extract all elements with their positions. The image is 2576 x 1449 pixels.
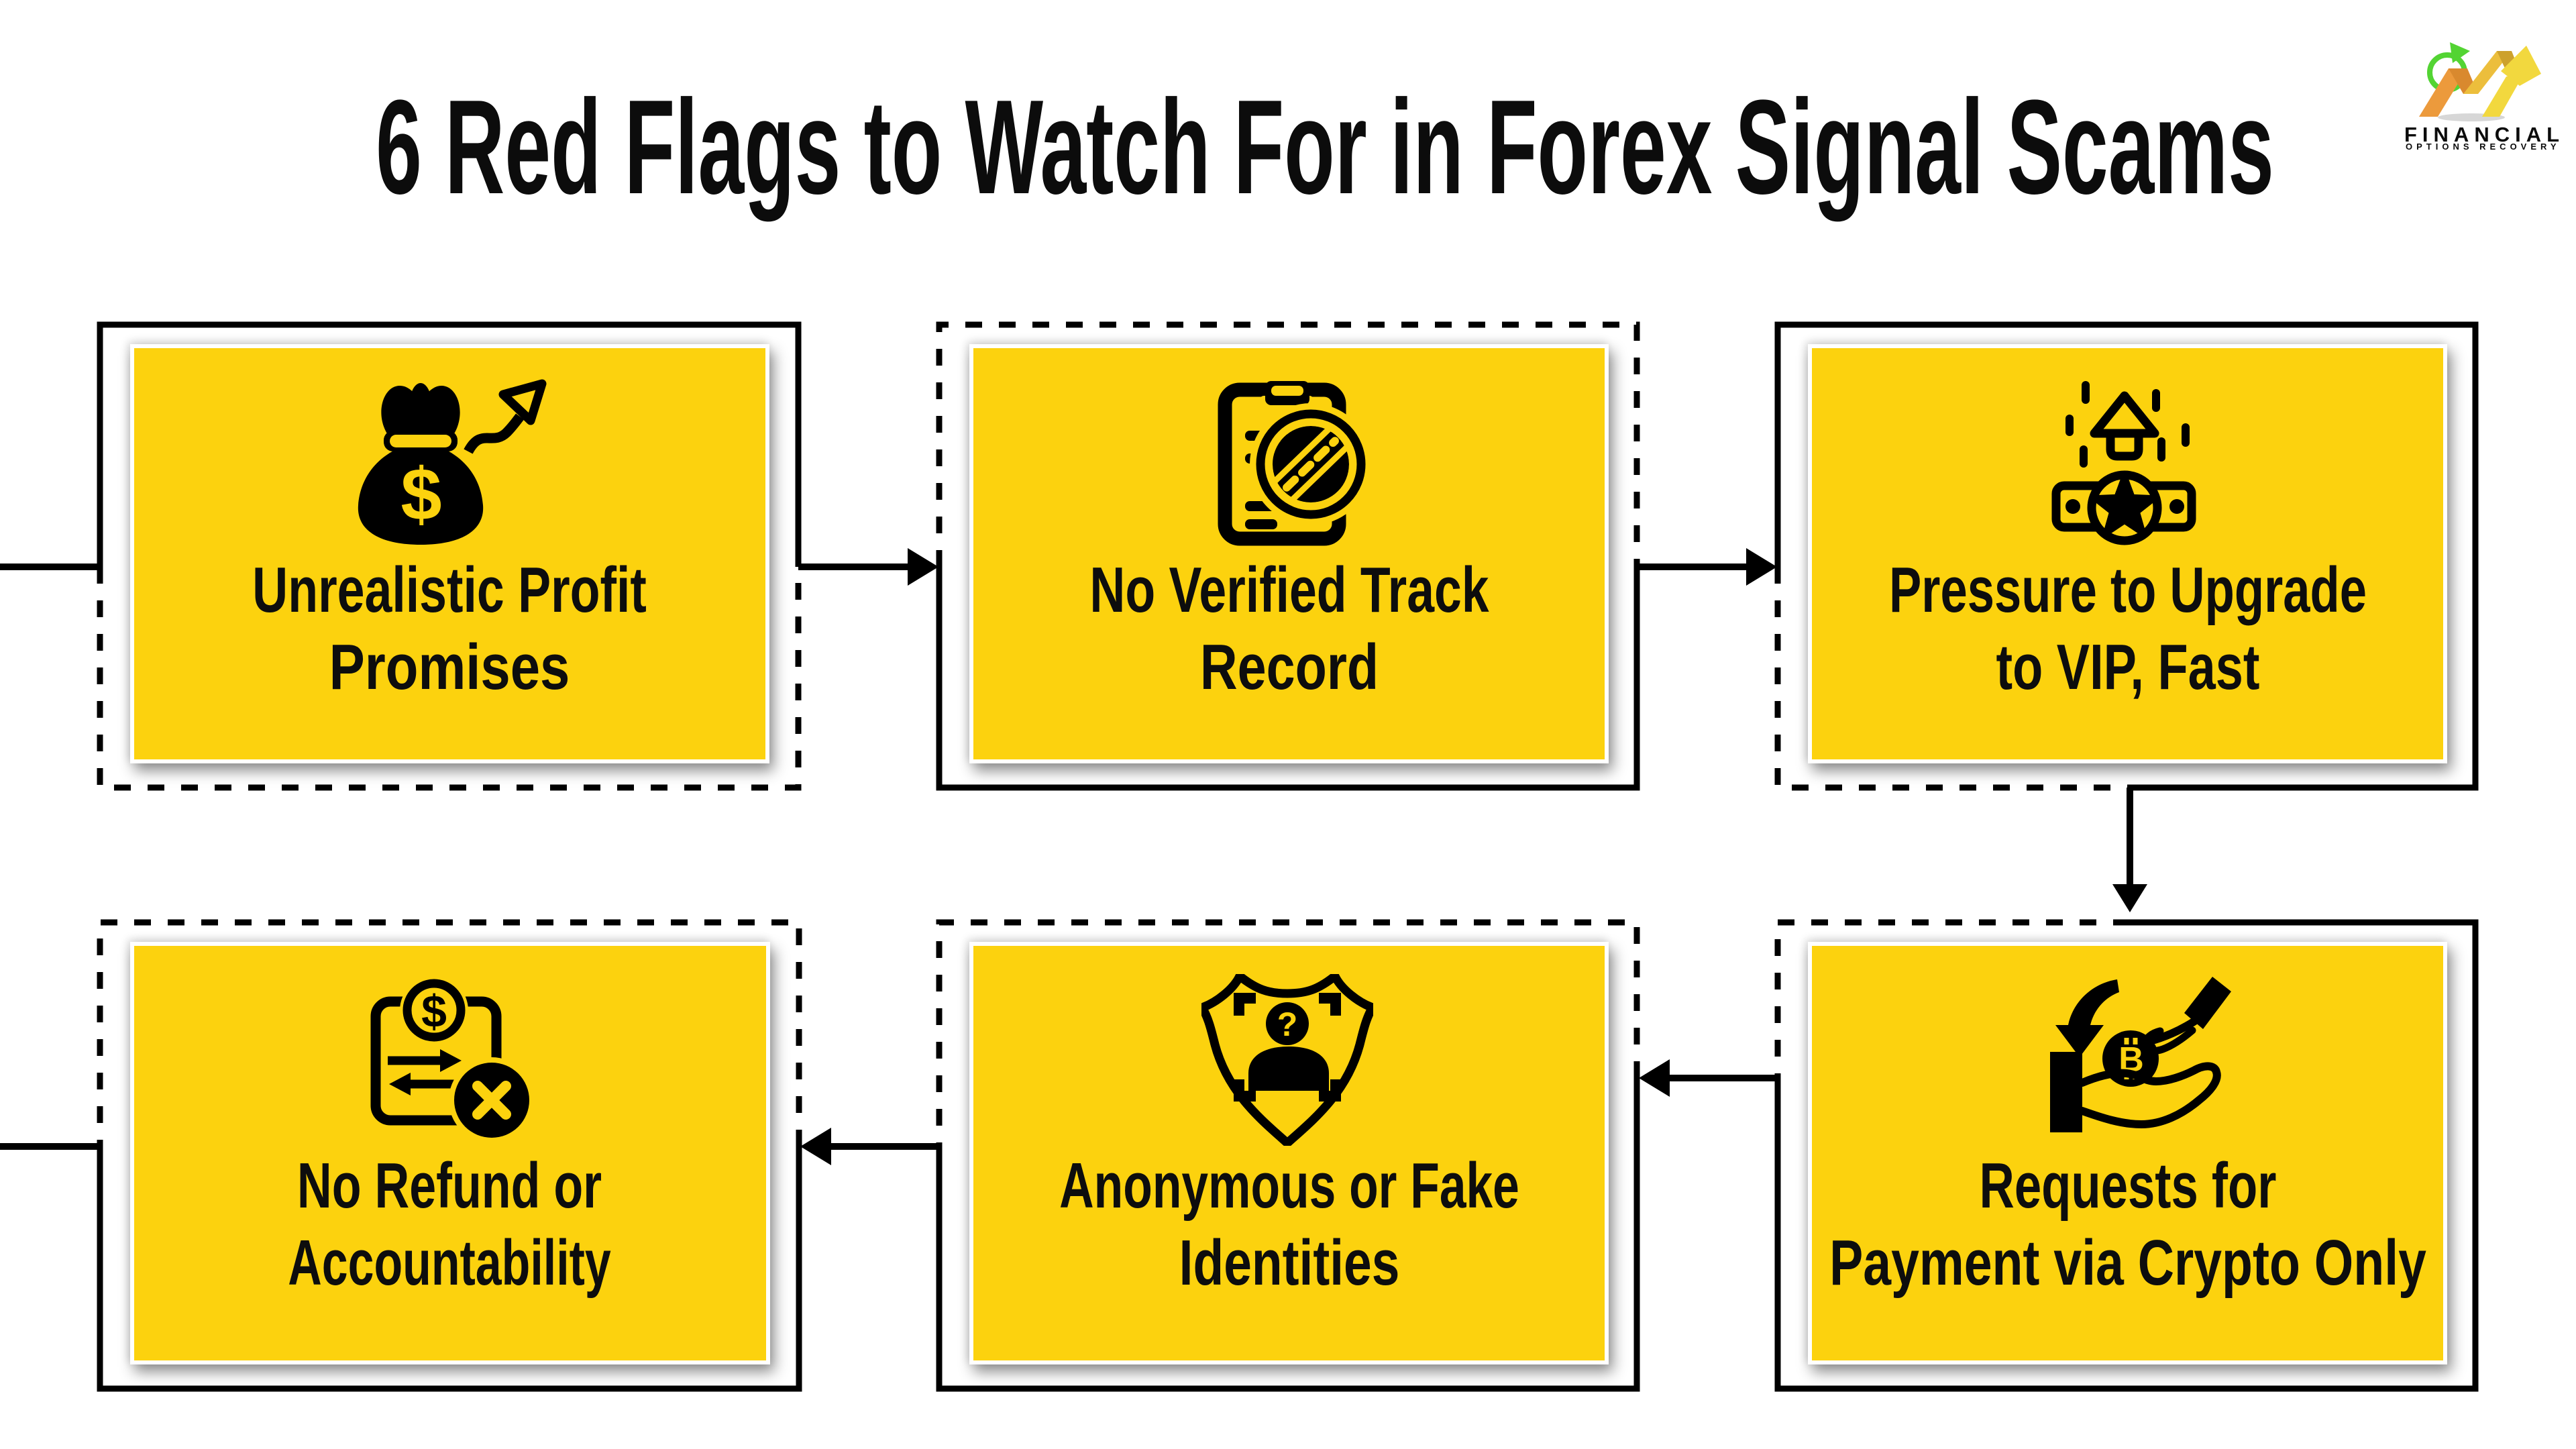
svg-text:?: ? (1277, 1006, 1298, 1043)
svg-text:$: $ (421, 986, 447, 1037)
svg-text:$: $ (400, 453, 441, 536)
